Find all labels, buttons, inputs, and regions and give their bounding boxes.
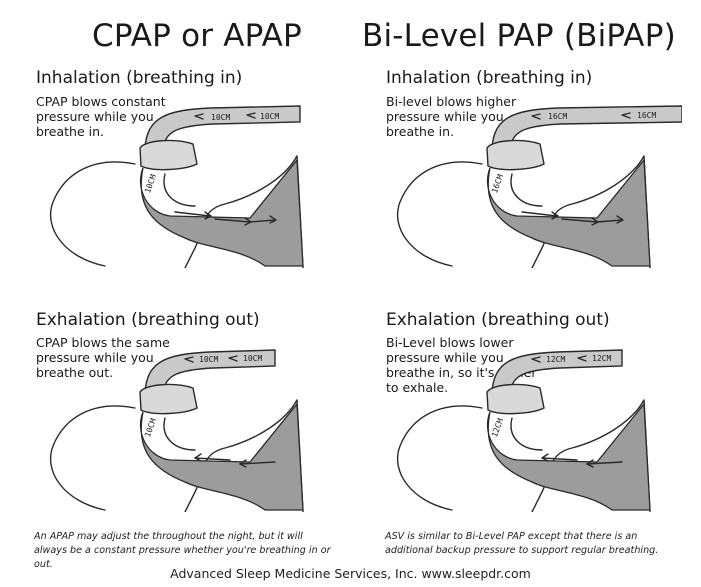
cpap-inhale-illustration: 10CM 10CM 10CM (35, 98, 335, 268)
bipap-inhale-illustration: 16CM 16CM 16CM (382, 98, 682, 268)
bipap-inhale-airway-label: 16CM (490, 173, 505, 194)
bipap-exhale-description: Bi-Level blows lower pressure while you … (386, 335, 537, 395)
bipap-inhale-description: Bi-level blows higher pressure while you… (386, 94, 517, 139)
cpap-column-title: CPAP or APAP (92, 18, 302, 54)
cpap-exhale-airway-label: 10CM (143, 417, 158, 438)
bipap-inhale-hose-label-2: 16CM (637, 111, 656, 120)
apap-footnote: An APAP may adjust the throughout the ni… (34, 531, 331, 570)
bipap-inhale-hose-label-1: 16CM (548, 112, 567, 121)
cpap-inhale-airway-label: 10CM (143, 173, 158, 194)
cpap-exhale-hose-label-1: 10CM (199, 355, 218, 364)
cpap-inhale-hose-label-2: 10CM (260, 112, 279, 121)
cpap-inhale-heading: Inhalation (breathing in) (36, 68, 243, 88)
asv-footnote: ASV is similar to Bi-Level PAP except th… (385, 531, 659, 556)
source-credit: Advanced Sleep Medicine Services, Inc. w… (170, 566, 531, 581)
cpap-exhale-hose-label-2: 10CM (243, 354, 262, 363)
cpap-inhale-description: CPAP blows constant pressure while you b… (36, 94, 166, 139)
cpap-exhale-illustration: 10CM 10CM 10CM (35, 342, 335, 512)
cpap-exhale-heading: Exhalation (breathing out) (36, 310, 260, 330)
bipap-exhale-heading: Exhalation (breathing out) (386, 310, 610, 330)
bipap-exhale-hose-label-1: 12CM (546, 355, 565, 364)
bipap-exhale-hose-label-2: 12CM (592, 354, 611, 363)
bipap-inhale-heading: Inhalation (breathing in) (386, 68, 593, 88)
cpap-inhale-hose-label-1: 10CM (211, 113, 230, 122)
bipap-exhale-illustration: 12CM 12CM 12CM (382, 342, 682, 512)
bipap-column-title: Bi-Level PAP (BiPAP) (362, 18, 676, 54)
bipap-exhale-airway-label: 12CM (490, 417, 505, 438)
cpap-exhale-description: CPAP blows the same pressure while you b… (36, 335, 170, 380)
